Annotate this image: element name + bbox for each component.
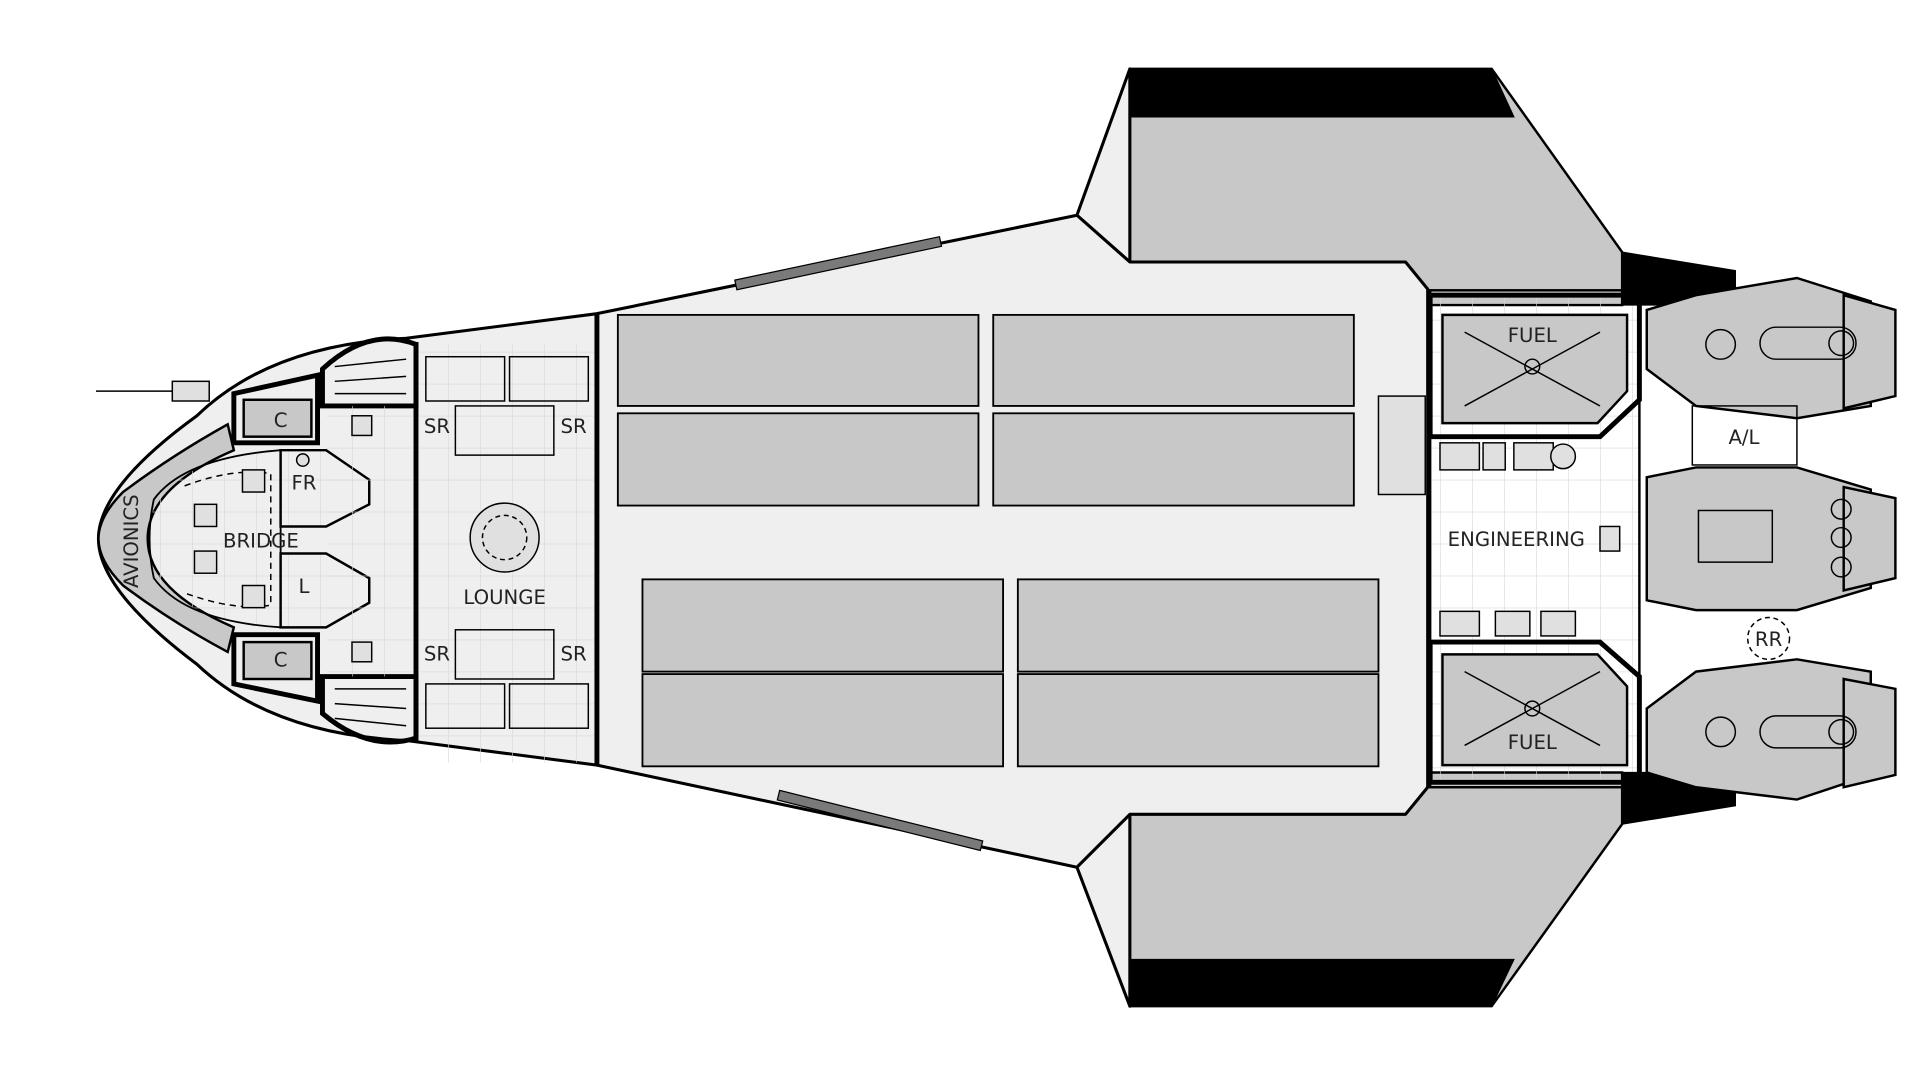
engine-center [1645, 466, 1872, 612]
upper-wing [1075, 67, 1624, 307]
lounge-area: LOUNGE SR SR SR SR [413, 313, 600, 766]
stateroom-bottom-left-label: SR [424, 643, 450, 666]
cabin-bottom: C [231, 632, 320, 705]
rr-label: RR [1755, 628, 1783, 651]
bridge-seat-2 [193, 503, 218, 528]
engine-top [1645, 276, 1872, 420]
cargo-bay-5 [641, 578, 1005, 673]
cabin-top-label: C [274, 409, 288, 432]
stateroom-top-left-label: SR [424, 415, 450, 438]
bridge-seat-1 [241, 469, 266, 493]
forward-corridor [326, 405, 416, 677]
lower-hull-strip [776, 789, 984, 852]
cargo-bay-3 [616, 412, 980, 507]
lounge-table [469, 502, 540, 573]
cargo-bay-2 [992, 313, 1355, 407]
avionics-label: AVIONICS [120, 494, 143, 588]
bridge-room: BRIDGE [148, 449, 299, 629]
lower-wing [1075, 771, 1624, 1008]
cargo-bay-8 [1016, 673, 1380, 768]
engine-bottom [1645, 658, 1872, 801]
cargo-bay-4 [992, 412, 1355, 507]
fuel-top-label: FUEL [1508, 324, 1557, 347]
rear-refresher: RR [1746, 616, 1791, 661]
upper-hull-strip [734, 235, 943, 291]
cabin-top: C [231, 372, 320, 446]
lav-label: L [299, 575, 310, 598]
cargo-bay-7 [641, 673, 1005, 768]
engine-nacelles [1621, 251, 1897, 825]
cargo-bay-1 [616, 313, 980, 407]
cargo-bay-6 [1016, 578, 1380, 673]
fuel-bottom-label: FUEL [1508, 731, 1557, 754]
bridge-seat-3 [193, 550, 218, 574]
lounge-label: LOUNGE [463, 586, 546, 609]
avionics-section: AVIONICS [96, 380, 236, 654]
stateroom-top-right-label: SR [560, 415, 586, 438]
bridge-label: BRIDGE [223, 529, 299, 552]
cargo-bays [616, 313, 1380, 768]
stateroom-bottom-right-label: SR [560, 643, 586, 666]
cargo-lift [1377, 395, 1426, 496]
cabin-bottom-label: C [274, 649, 288, 672]
airlock-label: A/L [1728, 426, 1759, 449]
bridge-seat-4 [241, 584, 266, 609]
engineering-section: FUEL FUEL ENGINEERING [1427, 289, 1642, 789]
fresher-label: FR [292, 472, 317, 495]
airlock: A/L [1691, 405, 1798, 466]
engineering-label: ENGINEERING [1448, 528, 1585, 551]
